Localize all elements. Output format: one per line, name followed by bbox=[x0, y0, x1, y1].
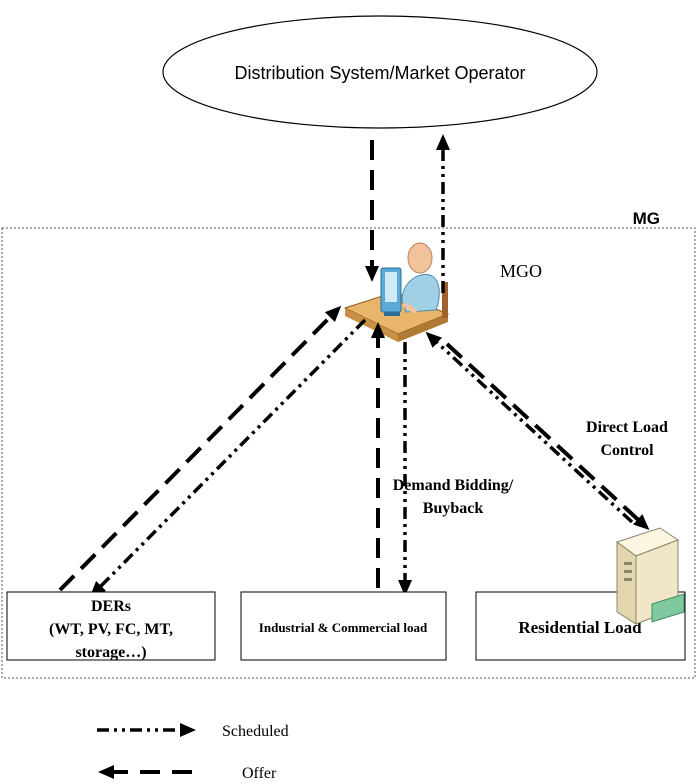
legend-scheduled-label: Scheduled bbox=[222, 723, 289, 740]
mgo-label: MGO bbox=[500, 261, 542, 281]
microgrid-label: MG bbox=[633, 209, 660, 228]
arrow-mgo-to-ders bbox=[89, 318, 367, 598]
market-operator-label: Distribution System/Market Operator bbox=[234, 63, 525, 83]
direct-load-label-1: Direct Load bbox=[586, 419, 668, 436]
industrial-label: Industrial & Commercial load bbox=[259, 620, 428, 635]
mgo-operator-icon bbox=[343, 242, 450, 342]
direct-load-label-2: Control bbox=[600, 442, 654, 459]
demand-bidding-label-1: Demand Bidding/ bbox=[393, 477, 514, 494]
ders-label-3: storage…) bbox=[75, 644, 146, 661]
arrow-ders-to-mgo bbox=[58, 305, 342, 592]
ders-label-2: (WT, PV, FC, MT, bbox=[49, 621, 173, 638]
arrow-mgo-to-residential bbox=[445, 342, 650, 531]
legend-offer-label: Offer bbox=[242, 765, 277, 782]
market-operator-node bbox=[162, 15, 598, 129]
ders-box bbox=[6, 591, 216, 661]
server-icon bbox=[615, 527, 685, 625]
microgrid-boundary bbox=[1, 227, 696, 679]
ders-label-1: DERs bbox=[91, 598, 131, 615]
demand-bidding-label-2: Buyback bbox=[423, 500, 484, 517]
industrial-box bbox=[240, 591, 447, 661]
residential-label: Residential Load bbox=[518, 618, 642, 637]
arrow-residential-to-mgo bbox=[425, 331, 634, 524]
